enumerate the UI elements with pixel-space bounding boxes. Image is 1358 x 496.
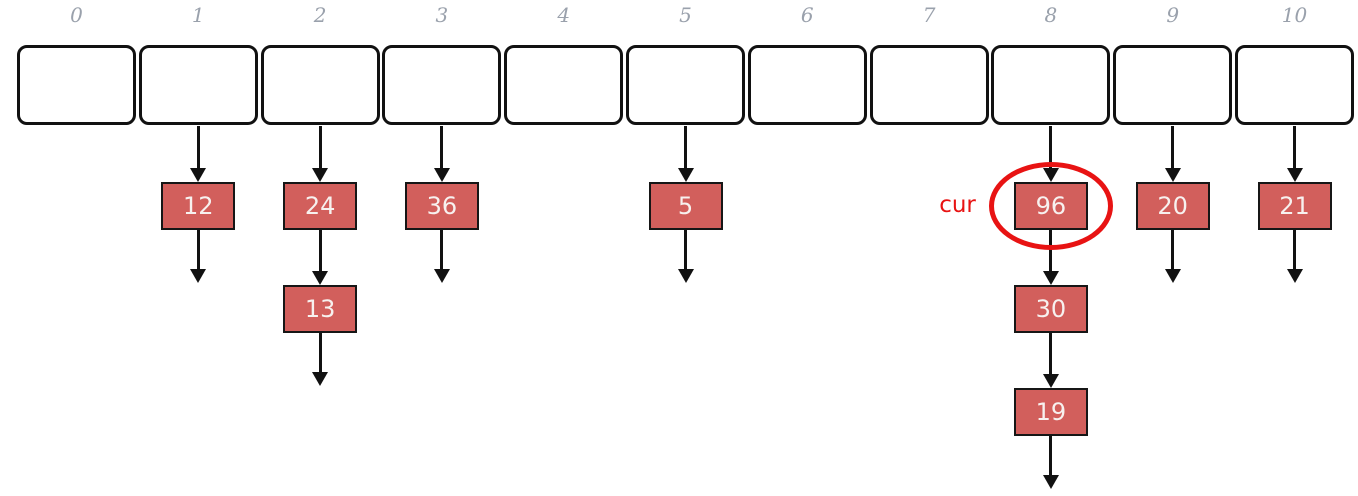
null-pointer-arrow [1049, 436, 1053, 477]
null-pointer-arrow [1293, 230, 1296, 271]
arrowhead-icon [1286, 269, 1303, 283]
chain-node: 5 [648, 182, 723, 230]
bucket-cell [1113, 45, 1233, 125]
bucket-index-label: 2 [313, 3, 327, 27]
bucket-index-label: 7 [922, 3, 936, 27]
next-pointer-arrow [1049, 230, 1053, 273]
arrowhead-icon [1042, 271, 1059, 285]
chain-node: 24 [283, 182, 358, 230]
bucket-arrow [1171, 126, 1175, 170]
chain-node: 36 [404, 182, 479, 230]
bucket-cell [17, 45, 136, 125]
null-pointer-arrow [318, 333, 322, 374]
bucket-arrow [1293, 126, 1296, 170]
chain-node: 30 [1013, 285, 1088, 333]
bucket-index-label: 10 [1281, 3, 1308, 27]
bucket-cell [747, 45, 867, 125]
bucket-cell [869, 45, 989, 125]
arrowhead-icon [433, 168, 450, 182]
arrowhead-icon [1286, 168, 1303, 182]
bucket-arrow [1049, 126, 1053, 170]
bucket-index-label: 9 [1166, 3, 1180, 27]
arrowhead-icon [312, 168, 329, 182]
bucket-cell [504, 45, 624, 125]
cur-label: cur [939, 192, 976, 218]
cur-highlight-ellipse [988, 162, 1113, 250]
chain-node: 21 [1257, 182, 1332, 230]
arrowhead-icon [312, 271, 329, 285]
arrowhead-icon [1042, 475, 1059, 489]
bucket-arrow [684, 126, 687, 170]
bucket-arrow [440, 126, 444, 170]
arrowhead-icon [677, 168, 694, 182]
chain-node: 19 [1013, 388, 1088, 436]
null-pointer-arrow [684, 230, 687, 271]
null-pointer-arrow [440, 230, 444, 271]
bucket-cell [991, 45, 1111, 125]
arrowhead-icon [1164, 269, 1181, 283]
next-pointer-arrow [1049, 333, 1053, 376]
arrowhead-icon [677, 269, 694, 283]
bucket-index-label: 8 [1044, 3, 1058, 27]
bucket-index-label: 4 [557, 3, 571, 27]
bucket-arrow [318, 126, 322, 170]
bucket-index-label: 0 [70, 3, 83, 27]
bucket-index-label: 6 [800, 3, 814, 27]
bucket-index-label: 1 [191, 3, 205, 27]
bucket-cell [138, 45, 258, 125]
bucket-index-label: 3 [435, 3, 449, 27]
bucket-index-label: 5 [679, 3, 692, 27]
bucket-cell [382, 45, 502, 125]
arrowhead-icon [1042, 374, 1059, 388]
bucket-cell [260, 45, 380, 125]
chain-node: 20 [1135, 182, 1210, 230]
chain-node: 12 [161, 182, 236, 230]
next-pointer-arrow [318, 230, 322, 273]
bucket-cell [1235, 45, 1354, 125]
chain-node: 13 [283, 285, 358, 333]
bucket-arrow [196, 126, 200, 170]
arrowhead-icon [190, 168, 207, 182]
arrowhead-icon [1164, 168, 1181, 182]
null-pointer-arrow [1171, 230, 1175, 271]
null-pointer-arrow [196, 230, 200, 271]
bucket-cell [626, 45, 745, 125]
arrowhead-icon [190, 269, 207, 283]
arrowhead-icon [433, 269, 450, 283]
arrowhead-icon [312, 372, 329, 386]
